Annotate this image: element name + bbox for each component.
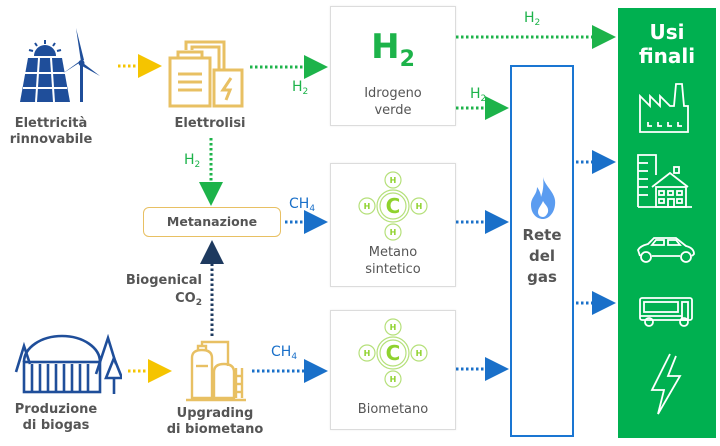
flame-icon bbox=[531, 177, 556, 219]
hydrogen-caption: Idrogeno verde bbox=[331, 85, 455, 119]
flow-label-ch4-synthetic: CH4 bbox=[289, 196, 316, 214]
flow-label-co2: Biogenical CO2 bbox=[112, 272, 202, 312]
synthetic-methane-caption: Metano sintetico bbox=[331, 244, 455, 278]
flow-label-h2-grid: H2 bbox=[470, 86, 487, 104]
synthetic-methane-box: C H H H H Metano sintetico bbox=[330, 163, 456, 287]
molecule-hydrogen: H bbox=[390, 228, 397, 237]
molecule-hydrogen: H bbox=[390, 323, 397, 332]
co2-label-line2: CO2 bbox=[175, 291, 202, 308]
gas-grid-label-line3: gas bbox=[527, 268, 557, 286]
methane-molecule-icon: C H H H H bbox=[358, 318, 428, 388]
molecule-hydrogen: H bbox=[416, 202, 423, 211]
upgrading-label-line1: Upgrading bbox=[176, 406, 254, 421]
molecule-hydrogen: H bbox=[364, 349, 371, 358]
flow-label-h2-enduses: H2 bbox=[524, 10, 541, 28]
molecule-hydrogen: H bbox=[390, 176, 397, 185]
hydrogen-formula: H2 bbox=[371, 27, 415, 72]
hydrogen-caption-line2: verde bbox=[374, 103, 412, 118]
buildings-icon bbox=[637, 154, 692, 208]
molecule-hydrogen: H bbox=[390, 375, 397, 384]
car-icon bbox=[637, 237, 695, 263]
flow-label-h2-electrolysis: H2 bbox=[292, 79, 309, 97]
electrolysis-label: Elettrolisi bbox=[174, 116, 246, 131]
gas-grid-label: Rete del gas bbox=[512, 225, 572, 288]
methanation-label: Metanazione bbox=[166, 214, 258, 229]
molecule-carbon: C bbox=[386, 341, 401, 365]
gas-grid-box: Rete del gas bbox=[510, 65, 574, 437]
biomethane-box: C H H H H Biometano bbox=[330, 310, 456, 430]
hydrogen-caption-line1: Idrogeno bbox=[364, 86, 422, 101]
methane-molecule-icon: C H H H H bbox=[358, 171, 428, 241]
biogas-plant-icon bbox=[14, 334, 122, 394]
end-uses-title-line1: Usi bbox=[649, 20, 685, 44]
renewable-label: Elettricità rinnovabile bbox=[0, 116, 102, 148]
upgrading-label-line2: di biometano bbox=[166, 422, 264, 437]
biogas-label-line1: Produzione bbox=[14, 402, 98, 417]
solar-wind-icon bbox=[20, 28, 100, 103]
flow-label-ch4-biomethane: CH4 bbox=[271, 344, 298, 362]
industry-icon bbox=[639, 83, 689, 133]
molecule-hydrogen: H bbox=[364, 202, 371, 211]
upgrading-plant-icon bbox=[186, 340, 246, 402]
molecule-carbon: C bbox=[386, 194, 401, 218]
electricity-icon bbox=[650, 353, 682, 415]
end-uses-title: Usi finali bbox=[618, 20, 716, 68]
renewable-label-line1: Elettricità bbox=[14, 116, 88, 131]
co2-label-line1: Biogenical bbox=[125, 273, 202, 288]
biogas-label-line2: di biogas bbox=[22, 418, 90, 433]
synthetic-caption-line2: sintetico bbox=[365, 262, 421, 277]
molecule-hydrogen: H bbox=[416, 349, 423, 358]
bus-icon bbox=[639, 297, 693, 327]
end-uses-title-line2: finali bbox=[638, 44, 696, 68]
flow-label-h2-methanation: H2 bbox=[184, 152, 201, 170]
biogas-label: Produzione di biogas bbox=[0, 402, 112, 434]
biomethane-caption: Biometano bbox=[357, 402, 429, 417]
upgrading-label: Upgrading di biometano bbox=[156, 406, 274, 438]
synthetic-caption-line1: Metano bbox=[368, 245, 418, 260]
renewable-label-line2: rinnovabile bbox=[9, 132, 93, 147]
electrolyzer-icon bbox=[168, 40, 244, 108]
gas-grid-label-line2: del bbox=[528, 247, 556, 265]
hydrogen-box: H2 Idrogeno verde bbox=[330, 6, 456, 126]
end-uses-panel: Usi finali bbox=[618, 8, 716, 438]
gas-grid-label-line1: Rete bbox=[522, 226, 562, 244]
methanation-box: Metanazione bbox=[143, 207, 281, 237]
